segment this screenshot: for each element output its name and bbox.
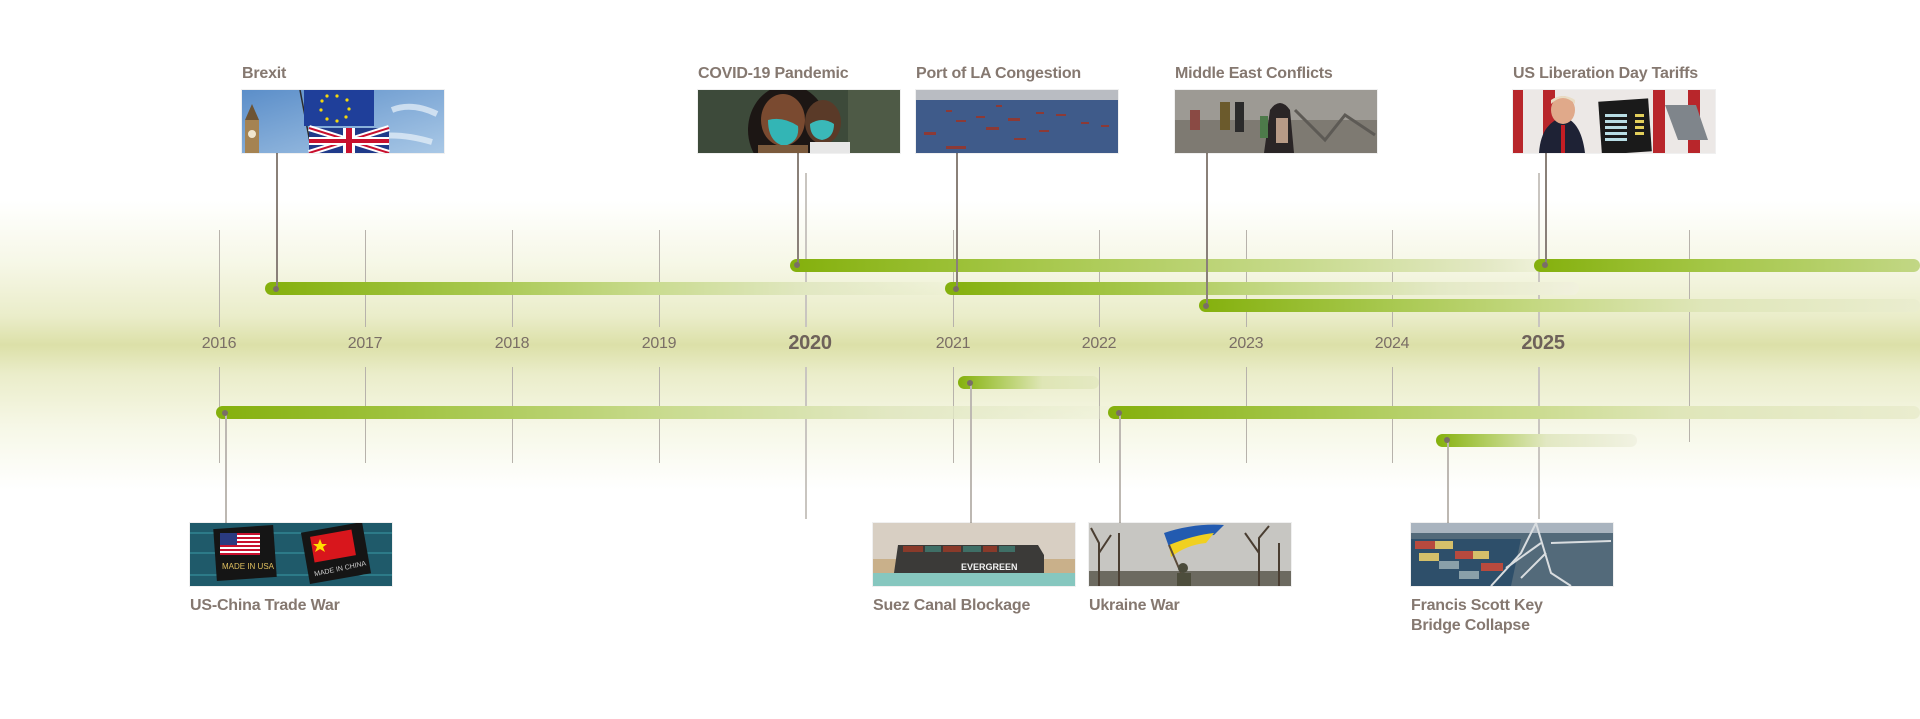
connector-port-of-la [956,153,958,289]
dot-us-china [222,410,228,416]
dot-fsk-bridge [1444,437,1450,443]
dot-suez [967,380,973,386]
bar-middle-east[interactable] [1199,299,1920,312]
year-label-2016: 2016 [201,335,237,352]
event-title: US-China Trade War [190,597,340,614]
event-title: Ukraine War [1089,597,1180,614]
bar-brexit[interactable] [265,282,965,295]
connector-fsk-bridge [1447,440,1449,523]
dot-middle-east [1203,303,1209,309]
tick-2026 [1689,230,1690,442]
dot-covid [794,262,800,268]
year-label-2023: 2023 [1228,335,1264,352]
made-in-usa-text: MADE IN USA [222,562,275,571]
bar-fsk-bridge[interactable] [1436,434,1637,447]
tariff-chart-announcement-image [1513,90,1715,153]
event-title: COVID-19 Pandemic [698,65,849,82]
tick-2020-upper [805,173,807,327]
bridge-collapse-ship-image [1411,523,1613,586]
tick-2020-lower [805,367,807,519]
year-label-2021: 2021 [935,335,971,352]
container-ships-anchored-image [916,90,1118,153]
dot-port-of-la [953,286,959,292]
tick-2023-upper [1246,230,1247,327]
tick-2019-upper [659,230,660,327]
evergreen-text: EVERGREEN [961,562,1018,572]
bar-port-of-la[interactable] [945,282,1579,295]
usa-china-chips-image: MADE IN USA MADE IN CHINA [190,523,392,586]
bar-us-china[interactable] [216,406,1116,419]
bar-us-tariffs[interactable] [1534,259,1920,272]
connector-suez [970,383,972,523]
event-title: Port of LA Congestion [916,65,1081,82]
year-label-2017: 2017 [347,335,383,352]
tick-2021-upper [953,230,954,327]
bar-ukraine[interactable] [1108,406,1920,419]
connector-ukraine [1119,413,1121,523]
evergreen-ship-stuck-image: EVERGREEN [873,523,1075,586]
event-title-line2: Bridge Collapse [1411,617,1530,634]
connector-brexit [276,153,278,289]
tick-2025-upper [1538,173,1540,327]
tick-2018-upper [512,230,513,327]
tick-2022-upper [1099,230,1100,327]
year-label-2020: 2020 [788,332,832,354]
eu-uk-flags-big-ben-image [242,90,444,153]
year-label-2019: 2019 [641,335,677,352]
people-in-face-masks-image [698,90,900,153]
tick-2017-upper [365,230,366,327]
connector-middle-east [1206,153,1208,306]
year-label-2024: 2024 [1374,335,1410,352]
event-title: US Liberation Day Tariffs [1513,65,1698,82]
year-label-2022: 2022 [1081,335,1117,352]
event-title: Middle East Conflicts [1175,65,1333,82]
year-label-2018: 2018 [494,335,530,352]
connector-us-tariffs [1545,153,1547,266]
event-title: Suez Canal Blockage [873,597,1031,614]
tick-2016-upper [219,230,220,327]
dot-us-tariffs [1542,262,1548,268]
rubble-civilians-image [1175,90,1377,153]
dot-ukraine [1116,410,1122,416]
ukraine-flag-soldier-image [1089,523,1291,586]
connector-covid [797,153,799,266]
event-title: Brexit [242,65,287,82]
dot-brexit [273,286,279,292]
tick-2024-upper [1392,230,1393,327]
connector-us-china [225,413,227,523]
event-title: Francis Scott Key [1411,597,1543,614]
bar-suez[interactable] [958,376,1099,389]
year-label-2025: 2025 [1521,332,1565,354]
